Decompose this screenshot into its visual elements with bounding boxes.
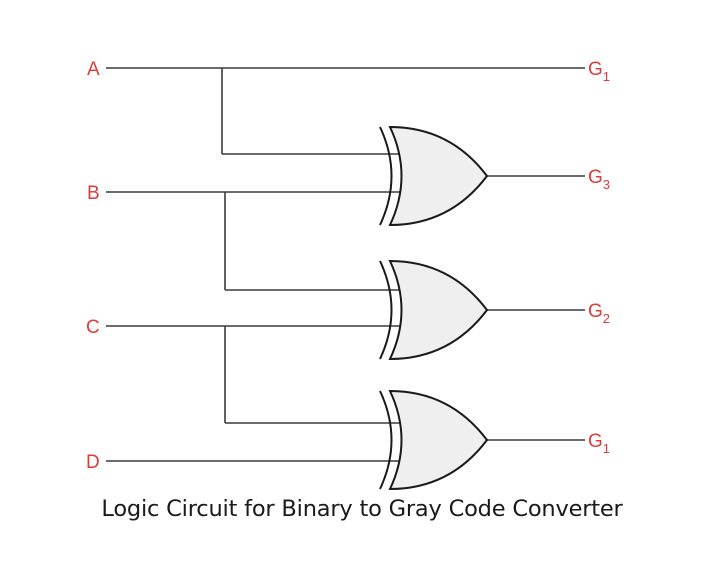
output-label-g1-top: G1 <box>588 59 610 84</box>
output-label-g3: G3 <box>588 167 610 192</box>
input-labels: A B C D <box>86 59 100 473</box>
output-g2-subscript: 2 <box>603 311 610 326</box>
xor-gate-1-body <box>388 125 489 227</box>
output-g3-subscript: 3 <box>603 177 610 192</box>
output-g1-bottom-subscript: 1 <box>603 441 610 456</box>
xor-gate-3-body <box>388 389 489 491</box>
input-label-d: D <box>86 452 100 473</box>
xor-gate-2-body <box>388 259 489 361</box>
output-label-g1-bottom: G1 <box>588 431 610 456</box>
output-g2-base: G <box>588 301 603 322</box>
output-g3-base: G <box>588 167 603 188</box>
xor-gate-3-back-curve <box>379 390 393 490</box>
diagram-caption: Logic Circuit for Binary to Gray Code Co… <box>101 496 623 522</box>
input-label-c: C <box>86 317 100 338</box>
output-g1-bottom-base: G <box>588 431 603 452</box>
output-g1-top-subscript: 1 <box>603 69 610 84</box>
input-label-b: B <box>87 183 100 204</box>
output-label-g2: G2 <box>588 301 610 326</box>
xor-gate-2-back-curve <box>379 260 393 360</box>
xor-gate-3 <box>379 389 489 491</box>
output-g1-top-base: G <box>588 59 603 80</box>
xor-gate-1-back-curve <box>379 126 393 226</box>
wires <box>106 67 585 462</box>
xor-gate-1 <box>379 125 489 227</box>
input-label-a: A <box>87 59 100 80</box>
output-labels: G1 G3 G2 G1 <box>588 59 610 456</box>
xor-gate-2 <box>379 259 489 361</box>
